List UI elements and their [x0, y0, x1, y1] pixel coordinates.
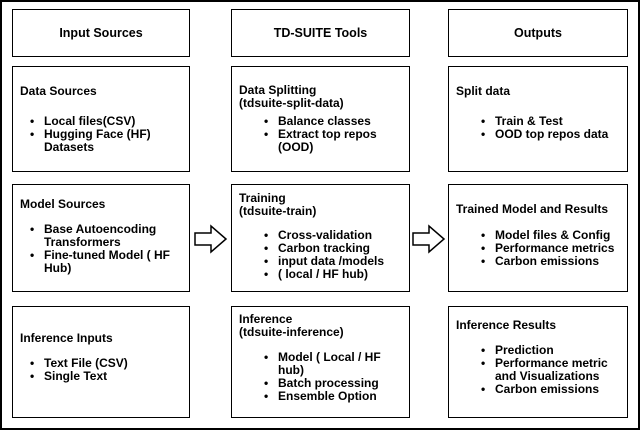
data-splitting-command: (tdsuite-split-data)	[239, 96, 344, 110]
trained-model-box: Trained Model and Results Model files & …	[448, 184, 628, 292]
arrow-right-icon	[412, 224, 446, 254]
list-item: ( local / HF hub)	[264, 268, 384, 282]
list-item-continuation: Hub)	[44, 261, 72, 275]
list-item: Carbon emissions	[481, 383, 608, 397]
list-item: Carbon emissions	[481, 255, 614, 269]
inference-title: Inference (tdsuite-inference)	[239, 313, 344, 339]
split-data-title: Split data	[456, 84, 511, 98]
data-sources-title: Data Sources	[20, 84, 97, 98]
list-item: Text File (CSV)	[30, 357, 128, 371]
inference-inputs-box: Inference Inputs Text File (CSV) Single …	[12, 306, 190, 418]
inference-results-list: Prediction Performance metric and Visual…	[481, 344, 608, 397]
list-item: Balance classes	[264, 115, 377, 129]
list-item: Prediction	[481, 344, 608, 358]
model-sources-list: Base Autoencoding Transformers Fine-tune…	[30, 223, 170, 275]
list-item: Performance metric	[481, 357, 608, 371]
list-item: Single Text	[30, 370, 128, 384]
trained-model-title: Trained Model and Results	[456, 202, 609, 216]
list-item-continuation: (OOD)	[278, 140, 314, 154]
header-tools-label: TD-SUITE Tools	[273, 25, 368, 40]
header-outputs-label: Outputs	[514, 25, 562, 40]
list-item-continuation: Datasets	[44, 140, 95, 154]
list-item: Batch processing	[264, 377, 381, 391]
inference-command: (tdsuite-inference)	[239, 325, 344, 339]
inference-inputs-list: Text File (CSV) Single Text	[30, 357, 128, 384]
data-sources-box: Data Sources Local files(CSV) Hugging Fa…	[12, 66, 190, 172]
list-item: Cross-validation	[264, 229, 384, 243]
inference-list: Model ( Local / HF hub) Batch processing…	[264, 351, 381, 404]
list-item: Base Autoencoding	[30, 223, 170, 237]
list-item: Extract top repos	[264, 128, 377, 142]
data-splitting-title: Data Splitting (tdsuite-split-data)	[239, 84, 344, 110]
list-item: Model files & Config	[481, 229, 614, 243]
training-title: Training (tdsuite-train)	[239, 192, 316, 218]
training-name: Training	[239, 191, 286, 205]
training-box: Training (tdsuite-train) Cross-validatio…	[231, 184, 410, 292]
header-tdsuite-tools: TD-SUITE Tools	[231, 9, 410, 57]
inference-inputs-title: Inference Inputs	[20, 331, 113, 345]
model-sources-title: Model Sources	[20, 197, 106, 211]
header-input-label: Input Sources	[59, 25, 143, 40]
inference-results-box: Inference Results Prediction Performance…	[448, 306, 628, 418]
training-list: Cross-validation Carbon tracking input d…	[264, 229, 384, 282]
list-item: OOD top repos data	[481, 128, 608, 142]
list-item-continuation: and Visualizations	[495, 369, 600, 383]
header-input-sources: Input Sources	[12, 9, 190, 57]
training-command: (tdsuite-train)	[239, 204, 317, 218]
list-item: Carbon tracking	[264, 242, 384, 256]
inference-results-title: Inference Results	[456, 318, 557, 332]
inference-name: Inference	[239, 312, 293, 326]
data-sources-list: Local files(CSV) Hugging Face (HF) Datas…	[30, 115, 151, 154]
list-item-continuation: hub)	[278, 363, 304, 377]
list-item: Performance metrics	[481, 242, 614, 256]
data-splitting-box: Data Splitting (tdsuite-split-data) Bala…	[231, 66, 410, 172]
list-item: Ensemble Option	[264, 390, 381, 404]
split-data-box: Split data Train & Test OOD top repos da…	[448, 66, 628, 172]
list-item: Fine-tuned Model ( HF	[30, 249, 170, 263]
list-item: Train & Test	[481, 115, 608, 129]
split-data-list: Train & Test OOD top repos data	[481, 115, 608, 142]
list-item: Hugging Face (HF)	[30, 128, 151, 142]
model-sources-box: Model Sources Base Autoencoding Transfor…	[12, 184, 190, 292]
list-item-continuation: Transformers	[44, 235, 121, 249]
list-item: Local files(CSV)	[30, 115, 151, 129]
inference-box: Inference (tdsuite-inference) Model ( Lo…	[231, 306, 410, 418]
data-splitting-list: Balance classes Extract top repos (OOD)	[264, 115, 377, 154]
list-item: Model ( Local / HF	[264, 351, 381, 365]
data-splitting-name: Data Splitting	[239, 83, 317, 97]
list-item: input data /models	[264, 255, 384, 269]
arrow-right-icon	[194, 224, 228, 254]
header-outputs: Outputs	[448, 9, 628, 57]
trained-model-list: Model files & Config Performance metrics…	[481, 229, 614, 269]
